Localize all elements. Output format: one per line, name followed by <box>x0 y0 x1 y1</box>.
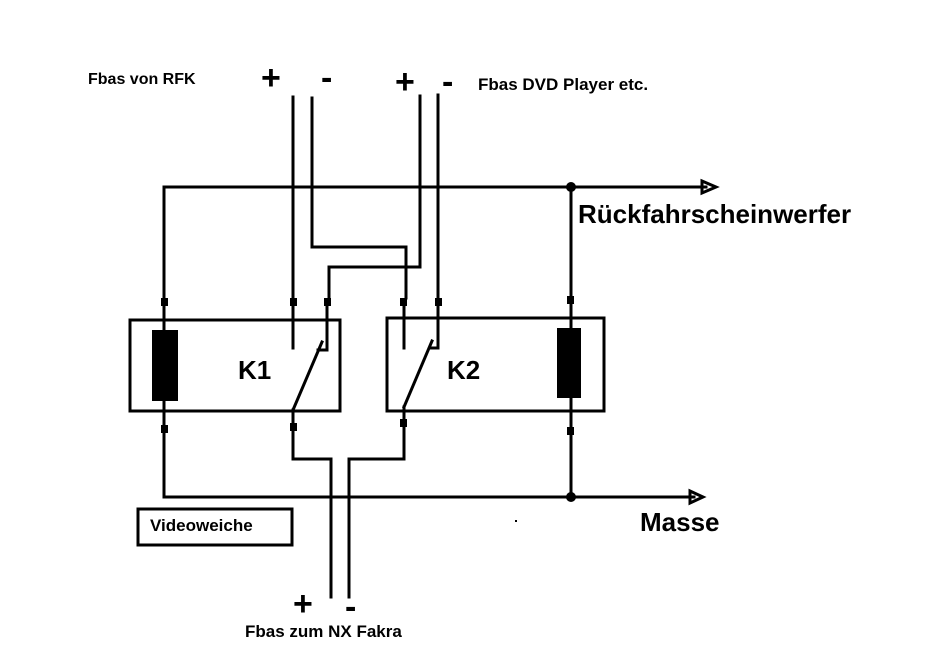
input-dvd-label: Fbas DVD Player etc. <box>478 75 648 94</box>
title-label: Videoweiche <box>150 516 253 535</box>
input-rfk-plus-sign: + <box>261 59 281 97</box>
output-plus-wire <box>291 429 333 599</box>
k2-terminal-nc <box>435 298 442 306</box>
relay-k1-label: K1 <box>238 355 271 385</box>
k1-terminal-coil-top <box>161 298 168 306</box>
output-label: Fbas zum NX Fakra <box>245 622 402 641</box>
k1-contact-no <box>316 304 329 352</box>
relay-k1-housing <box>128 318 342 413</box>
k1-coil-icon <box>152 330 178 401</box>
stray-dot <box>515 520 517 522</box>
relay-k2-housing <box>385 316 606 413</box>
k1-terminal-no <box>324 298 331 306</box>
title-box <box>136 507 294 547</box>
bottom-rail-masse <box>162 396 707 506</box>
input-dvd-minus-sign: - <box>442 63 453 101</box>
input-rfk-label: Fbas von RFK <box>88 71 196 88</box>
relay-k2 <box>385 296 606 435</box>
top-rail-rueckfahrscheinwerfer <box>162 178 720 330</box>
top-rail-arrow-icon <box>700 178 720 196</box>
k1-switch-blade-icon <box>291 340 324 412</box>
k1-terminal-common <box>290 423 297 431</box>
k2-terminal-coil-top <box>567 296 574 304</box>
k2-terminal-common <box>400 419 407 427</box>
input-rfk-minus-sign: - <box>321 59 332 97</box>
k2-terminal-coil-bottom <box>567 427 574 435</box>
output-plus-sign: + <box>293 585 313 623</box>
top-rail-label: Rückfahrscheinwerfer <box>578 199 851 229</box>
bottom-rail-arrow-icon <box>688 488 707 506</box>
top-rail-wire <box>162 185 708 300</box>
k2-coil-icon <box>557 328 581 398</box>
output-minus-wire <box>347 425 406 599</box>
k1-terminal-nc <box>290 298 297 306</box>
k1-terminal-coil-bottom <box>161 425 168 433</box>
bottom-rail-wire <box>162 423 696 499</box>
relay-k1 <box>128 296 342 433</box>
relay-k2-label: K2 <box>447 355 480 385</box>
output-minus-sign: - <box>345 588 356 626</box>
input-rfk-minus-wire <box>310 96 408 300</box>
k2-contact-nc <box>429 304 440 350</box>
k2-switch-blade-icon <box>402 339 434 409</box>
input-dvd-plus-wire <box>327 94 422 300</box>
bottom-rail-label: Masse <box>640 507 720 537</box>
input-dvd-plus-sign: + <box>395 63 415 101</box>
k2-terminal-no <box>400 298 407 306</box>
